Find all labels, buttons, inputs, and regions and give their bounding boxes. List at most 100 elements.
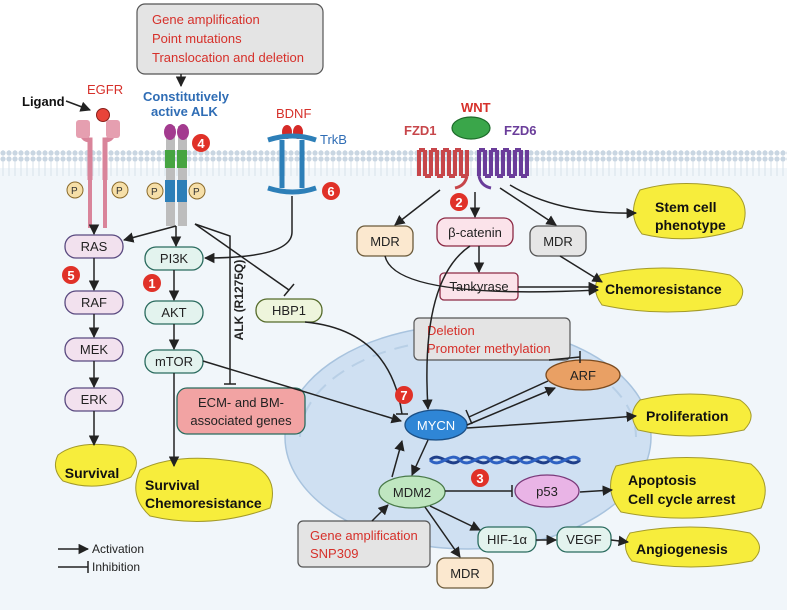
- svg-text:associated genes: associated genes: [190, 413, 292, 428]
- svg-text:MDR: MDR: [370, 234, 400, 249]
- svg-text:Chemoresistance: Chemoresistance: [145, 495, 262, 511]
- svg-text:MYCN: MYCN: [417, 418, 455, 433]
- outcome-angiogenesis: Angiogenesis: [625, 526, 760, 568]
- mdm2-node: MDM2: [378, 475, 446, 509]
- alk-p-right: P: [193, 187, 200, 198]
- svg-text:RAS: RAS: [81, 239, 108, 254]
- cell-membrane: [0, 150, 787, 176]
- wnt-ligand: [451, 116, 491, 140]
- arf-alteration-box: Deletion Promoter methylation: [413, 317, 571, 361]
- ligand-label: Ligand: [22, 94, 65, 109]
- top-box-line-1: Gene amplification: [152, 12, 260, 27]
- mdr-left-node: MDR: [356, 225, 414, 257]
- erk-node: ERK: [64, 387, 124, 412]
- egfr-label: EGFR: [87, 82, 123, 97]
- mtor-node: mTOR: [144, 349, 204, 374]
- alk-p-left: P: [151, 187, 158, 198]
- top-alteration-box: Gene amplification Point mutations Trans…: [136, 3, 324, 75]
- mycn-node: MYCN: [404, 409, 468, 441]
- svg-text:HBP1: HBP1: [272, 303, 306, 318]
- inhibition-links: [194, 223, 581, 497]
- svg-text:1: 1: [148, 276, 155, 291]
- svg-text:PI3K: PI3K: [160, 251, 189, 266]
- svg-text:SNP309: SNP309: [310, 546, 358, 561]
- svg-text:VEGF: VEGF: [566, 532, 601, 547]
- outcome-survival: Survival: [54, 443, 137, 487]
- arf-node: ARF: [545, 359, 621, 391]
- badge-3: 3: [471, 469, 489, 487]
- badge-6: 6: [322, 182, 340, 200]
- svg-text:MEK: MEK: [80, 342, 109, 357]
- svg-text:Promoter methylation: Promoter methylation: [427, 341, 551, 356]
- svg-text:7: 7: [400, 388, 407, 403]
- svg-text:β-catenin: β-catenin: [448, 225, 502, 240]
- svg-text:Gene amplification: Gene amplification: [310, 528, 418, 543]
- ras-node: RAS: [64, 234, 124, 259]
- egfr-receptor: EGFR Ligand P P: [22, 82, 129, 228]
- hif-node: HIF-1α: [477, 526, 537, 553]
- svg-text:2: 2: [455, 195, 462, 210]
- svg-text:HIF-1α: HIF-1α: [487, 532, 528, 547]
- badge-1: 1: [143, 274, 161, 292]
- svg-text:phenotype: phenotype: [655, 217, 726, 233]
- p53-node: p53: [514, 474, 580, 508]
- wnt-label: WNT: [461, 100, 491, 115]
- outcome-apoptosis: Apoptosis Cell cycle arrest: [610, 457, 766, 519]
- svg-text:p53: p53: [536, 484, 558, 499]
- legend: Activation Inhibition: [58, 542, 144, 574]
- svg-text:5: 5: [67, 268, 74, 283]
- svg-text:ERK: ERK: [81, 392, 108, 407]
- activation-arrows: [88, 184, 638, 558]
- trkb-receptor: BDNF TrkB: [267, 106, 347, 195]
- ecm-genes-node: ECM- and BM- associated genes: [176, 387, 306, 435]
- alk-label-1: Constitutively: [143, 89, 230, 104]
- akt-node: AKT: [144, 300, 204, 325]
- pi3k-node: PI3K: [144, 246, 204, 271]
- svg-text:Proliferation: Proliferation: [646, 408, 728, 424]
- mdm2-alteration-box: Gene amplification SNP309: [297, 520, 431, 568]
- svg-text:MDM2: MDM2: [393, 485, 431, 500]
- fzd6-label: FZD6: [504, 123, 537, 138]
- svg-text:MDR: MDR: [543, 234, 573, 249]
- svg-text:Angiogenesis: Angiogenesis: [636, 541, 728, 557]
- alk-receptor: Constitutively active ALK P P: [143, 89, 230, 226]
- beta-catenin-node: β-catenin: [436, 217, 514, 247]
- svg-text:Chemoresistance: Chemoresistance: [605, 281, 722, 297]
- svg-text:RAF: RAF: [81, 295, 107, 310]
- outcome-stem-cell: Stem cell phenotype: [633, 183, 746, 240]
- legend-inhibition: Inhibition: [92, 560, 140, 574]
- outcome-proliferation: Proliferation: [632, 393, 752, 437]
- svg-text:ARF: ARF: [570, 368, 596, 383]
- svg-text:Survival: Survival: [145, 477, 199, 493]
- bdnf-label: BDNF: [276, 106, 311, 121]
- svg-text:Cell cycle arrest: Cell cycle arrest: [628, 491, 736, 507]
- svg-text:6: 6: [327, 184, 334, 199]
- trkb-label: TrkB: [320, 132, 347, 147]
- alk-mutation-label: ALK (R1275Q): [232, 260, 246, 341]
- badge-7: 7: [395, 386, 413, 404]
- svg-text:Deletion: Deletion: [427, 323, 475, 338]
- mdr-right-node: MDR: [529, 225, 587, 257]
- svg-text:mTOR: mTOR: [155, 354, 193, 369]
- badge-2: 2: [450, 193, 468, 211]
- svg-text:4: 4: [197, 136, 205, 151]
- svg-text:Survival: Survival: [65, 465, 119, 481]
- ligand-ball: [96, 108, 110, 122]
- svg-text:Stem cell: Stem cell: [655, 199, 716, 215]
- top-box-line-2: Point mutations: [152, 31, 242, 46]
- outcome-chemoresistance: Chemoresistance: [595, 267, 744, 313]
- wnt-receptors: WNT FZD1 FZD6: [404, 100, 537, 190]
- svg-text:3: 3: [476, 471, 483, 486]
- legend-activation: Activation: [92, 542, 144, 556]
- badge-5: 5: [62, 266, 80, 284]
- egfr-p-right: P: [116, 186, 123, 197]
- svg-text:Apoptosis: Apoptosis: [628, 472, 697, 488]
- mdr-bottom-node: MDR: [436, 557, 494, 589]
- mek-node: MEK: [64, 337, 124, 362]
- svg-text:AKT: AKT: [161, 305, 186, 320]
- badge-4: 4: [192, 134, 210, 152]
- svg-text:ECM- and BM-: ECM- and BM-: [198, 395, 284, 410]
- svg-text:Tankyrase: Tankyrase: [449, 279, 508, 294]
- top-box-line-3: Translocation and deletion: [152, 50, 304, 65]
